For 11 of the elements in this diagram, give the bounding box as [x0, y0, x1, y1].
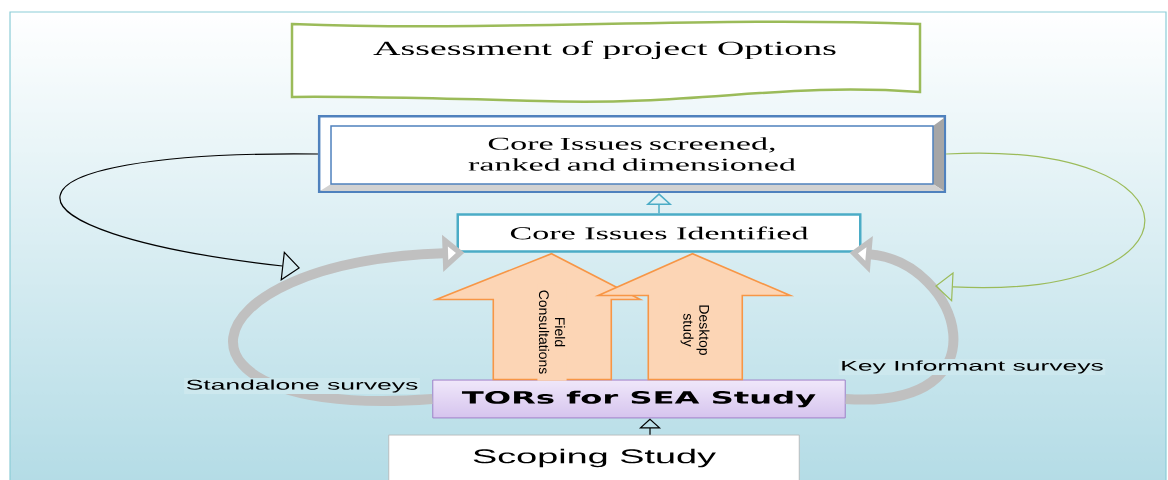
- curved-arrow: [935, 153, 1146, 302]
- curved-arrow: [59, 153, 319, 281]
- process-box: TORs for SEA Study: [432, 379, 846, 419]
- edge-label: Key Informant surveys: [838, 359, 1106, 375]
- process-box: Scoping Study: [388, 434, 800, 480]
- edge-label: Standalone surveys: [184, 378, 420, 394]
- document-box: Assessment of project Options: [290, 20, 922, 103]
- process-box: Core Issues Identified: [456, 213, 862, 253]
- edge-label: Desktop study: [679, 297, 711, 363]
- edge-label: Field Consultations: [537, 283, 567, 381]
- bevel-box: Core Issues screened, ranked and dimensioned: [317, 114, 947, 194]
